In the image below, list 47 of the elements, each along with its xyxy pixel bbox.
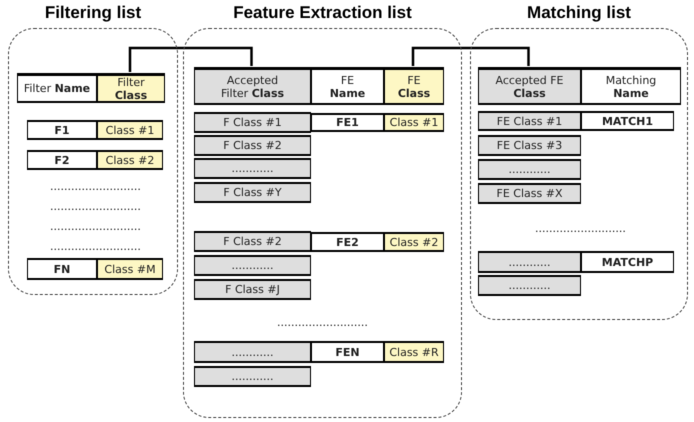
header-cell: Filter Class [97,73,165,103]
table-cell: F2 [27,150,97,170]
table-cell: F1 [27,120,97,140]
connector-line [412,46,530,66]
table-cell: FE2 [311,232,384,252]
table-cell: Class #R [384,341,444,363]
ellipsis-text: .......................... [50,220,141,233]
table-cell: ............ [194,341,311,363]
table-cell: ............ [194,366,311,387]
ellipsis-text: .......................... [277,316,368,329]
table-cell: Class #1 [97,120,163,140]
table-cell: F Class #J [194,279,311,300]
table-cell: FE Class #X [478,183,581,204]
table-cell: MATCH1 [581,111,674,131]
table-cell: F Class #Y [194,182,311,203]
table-cell: Class #2 [384,232,444,252]
connector-line [128,46,253,72]
ellipsis-text: .......................... [535,222,626,235]
header-cell: FE Name [311,67,384,105]
table-cell: FE1 [311,113,384,132]
table-cell: FEN [311,341,384,363]
header-cell: Accepted Filter Class [194,67,311,105]
ellipsis-text: .......................... [50,200,141,213]
list-heading: Filtering list [44,3,142,23]
table-cell: ............ [194,255,311,276]
header-cell: Filter Name [17,73,97,103]
ellipsis-text: .......................... [50,180,141,193]
table-cell: FE Class #1 [478,111,581,131]
table-cell: ............ [478,159,581,180]
table-cell: Class #1 [384,113,444,132]
table-cell: FE Class #3 [478,135,581,156]
table-cell: F Class #1 [194,112,311,133]
ellipsis-text: .......................... [50,240,141,253]
table-cell: ............ [478,251,581,273]
table-cell: F Class #2 [194,135,311,156]
table-cell: Class #2 [97,150,163,170]
table-cell: ............ [478,275,581,296]
table-cell: MATCHP [581,251,674,273]
table-cell: F Class #2 [194,231,311,252]
header-cell: FE Class [384,67,444,105]
header-cell: Accepted FE Class [478,67,581,105]
table-cell: FN [27,258,97,280]
list-heading: Feature Extraction list [232,3,413,23]
table-cell: ............ [194,158,311,179]
header-cell: Matching Name [581,67,681,105]
list-heading: Matching list [526,3,632,23]
table-cell: Class #M [97,258,163,280]
